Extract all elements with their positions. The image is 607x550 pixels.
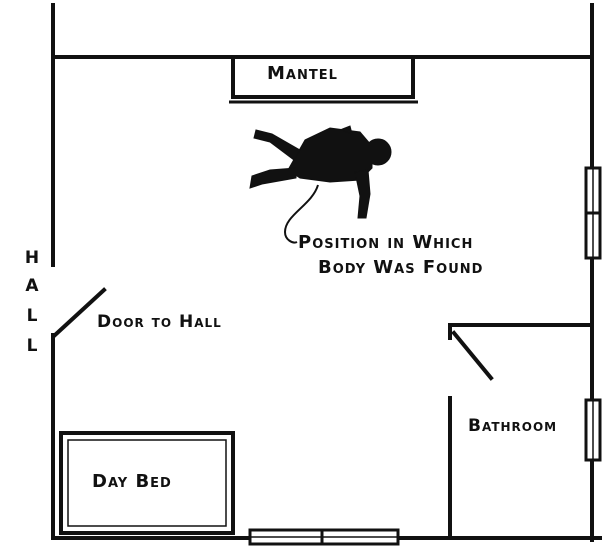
door-to-hall-label: Door to Hall [97,312,222,332]
right-window-upper [584,166,602,260]
mantel-label: Mantel [267,63,338,84]
door-to-hall [52,287,107,338]
body-silhouette [249,125,392,219]
body-caption-line2: Body Was Found [318,257,484,278]
mantel [229,55,418,104]
hall-letter-1: H [24,248,40,268]
day-bed-label: Day Bed [92,471,172,492]
bathroom-label: Bathroom [468,416,558,436]
day-bed [59,431,235,535]
bottom-window [248,528,400,546]
hall-letter-2: A [25,276,39,296]
caption-pointer [283,184,319,244]
hall-letter-4: L [26,336,38,356]
right-window-lower [584,398,602,462]
bathroom-door [451,330,494,381]
hall-letter-3: L [26,306,38,326]
body-caption-line1: Position in Which [298,232,474,253]
